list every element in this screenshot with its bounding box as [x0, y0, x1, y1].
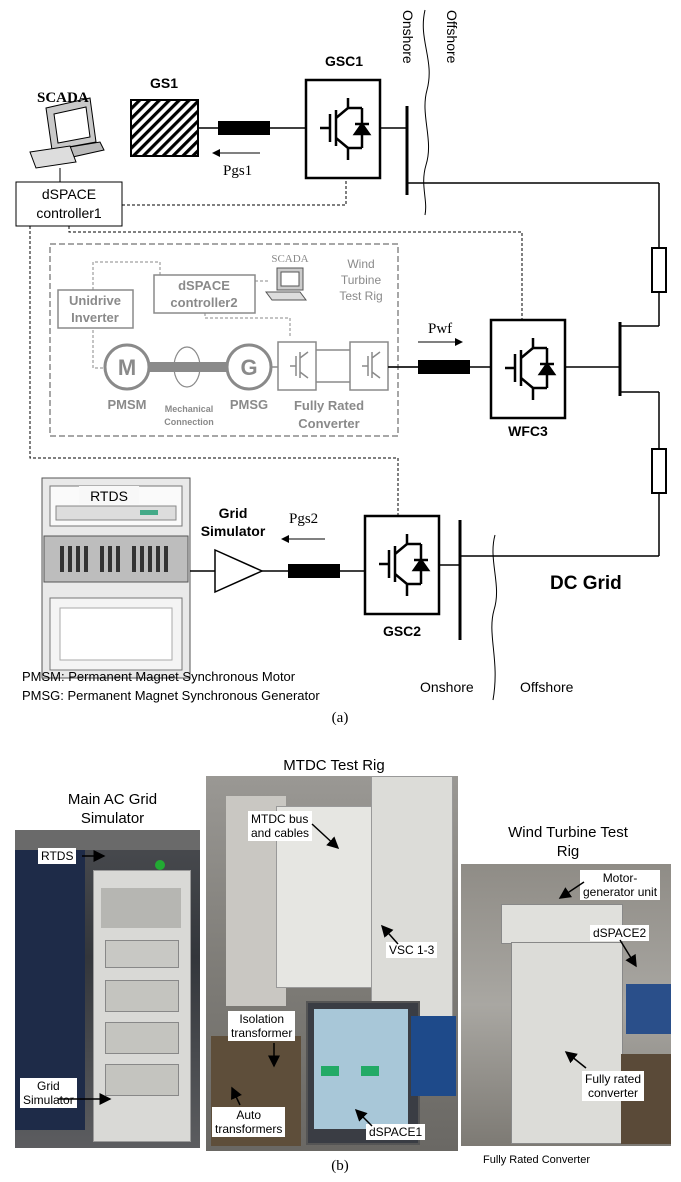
- unidrive-line2: Inverter: [71, 310, 119, 325]
- rotation-arrow-icon: [173, 346, 201, 388]
- wfc3-label: WFC3: [508, 423, 548, 439]
- wind-rig-label-1: Wind: [347, 257, 374, 271]
- pwf-cable-icon: [418, 360, 470, 374]
- pwf-label: Pwf: [428, 321, 452, 337]
- legend-pmsg: PMSG: Permanent Magnet Synchronous Gener…: [22, 688, 320, 703]
- dc-line-resistor-1: [651, 247, 667, 293]
- wind-turbine-rig-photo: [461, 864, 671, 1146]
- legend-pmsm: PMSM: Permanent Magnet Synchronous Motor: [22, 669, 296, 684]
- grid-sim-line2: Simulator: [201, 523, 266, 539]
- dspace-controller2-box: [153, 274, 256, 314]
- scada-label: SCADA: [37, 90, 89, 106]
- pgs2-label: Pgs2: [289, 511, 318, 527]
- wfc3-igbt-icon: [505, 338, 557, 400]
- pgs1-label: Pgs1: [223, 163, 252, 179]
- gsc2-igbt-icon: [379, 534, 431, 596]
- pgs2-cable-icon: [288, 564, 340, 578]
- gsc1-label: GSC1: [325, 53, 363, 69]
- control-signal-lines: [29, 178, 523, 516]
- photo2-dspace1-label: dSPACE1: [366, 1124, 426, 1140]
- gs1-label: GS1: [150, 75, 178, 91]
- shore-boundary-bottom: [491, 534, 498, 701]
- offshore-bottom-label: Offshore: [520, 679, 574, 695]
- offshore-top-label: Offshore: [444, 10, 460, 64]
- pmsg-label: PMSG: [230, 397, 268, 412]
- shore-boundary-top: [422, 9, 430, 216]
- gs1-cable-icon: [218, 121, 270, 135]
- grid-simulator-amplifier-icon: [214, 548, 264, 594]
- photo2-title: MTDC Test Rig: [283, 757, 385, 774]
- dspace2-line1: dSPACE: [178, 278, 230, 293]
- mechanical-shaft: [149, 362, 227, 372]
- gsc2-label: GSC2: [383, 623, 421, 639]
- wind-rig-label-2: Turbine: [341, 273, 382, 287]
- onshore-top-label: Onshore: [400, 10, 416, 64]
- wfc3-converter: [489, 318, 567, 420]
- rtds-rack-image: [41, 477, 191, 679]
- dspace2-line2: controller2: [170, 295, 237, 310]
- gs1-hatched-block: [130, 99, 199, 157]
- photo3-caption: Fully Rated Converter: [483, 1154, 590, 1166]
- frc-line2: Converter: [298, 416, 359, 431]
- unidrive-inverter-box: [57, 289, 134, 329]
- wind-turbine-test-rig-box: [49, 243, 399, 437]
- photo3-motor-label: Motor-generator unit: [580, 870, 661, 900]
- gsc1-converter: [304, 78, 382, 180]
- motor-letter: M: [118, 355, 136, 380]
- photo2-vsc-label: VSC 1-3: [386, 942, 438, 958]
- part-b-label: (b): [331, 1158, 349, 1174]
- part-a-label: (a): [332, 710, 349, 726]
- photo3-dspace2-label: dSPACE2: [590, 925, 650, 941]
- dspace1-line2: controller1: [36, 205, 102, 221]
- wind-rig-label-3: Test Rig: [339, 289, 382, 303]
- gen-letter: G: [240, 355, 257, 380]
- unidrive-line1: Unidrive: [69, 293, 121, 308]
- mech-line1: Mechanical: [165, 404, 214, 414]
- dspace1-line1: dSPACE: [42, 186, 96, 202]
- dc-grid-label: DC Grid: [550, 573, 622, 594]
- photo1-rtds-label: RTDS: [38, 848, 77, 864]
- scada2-computer-icon: [265, 267, 307, 301]
- gsc1-igbt-icon: [320, 98, 372, 160]
- fully-rated-converter-grey: [271, 341, 420, 391]
- mech-line2: Connection: [164, 417, 214, 427]
- rtds-label: RTDS: [90, 488, 128, 504]
- system-diagram: SCADA dSPACE controller1 GS1 Pgs1 GSC1 O…: [15, 9, 667, 726]
- mtdc-test-rig-photo: [206, 776, 458, 1151]
- gsc2-converter: [363, 514, 441, 616]
- dspace-controller1-box: [15, 181, 123, 227]
- dc-line-resistor-2: [651, 448, 667, 494]
- scada-computer-icon: [29, 97, 105, 169]
- pmsm-label: PMSM: [108, 397, 147, 412]
- scada2-label: SCADA: [271, 253, 308, 265]
- frc-line1: Fully Rated: [294, 398, 364, 413]
- grid-sim-line1: Grid: [219, 505, 248, 521]
- onshore-bottom-label: Onshore: [420, 679, 474, 695]
